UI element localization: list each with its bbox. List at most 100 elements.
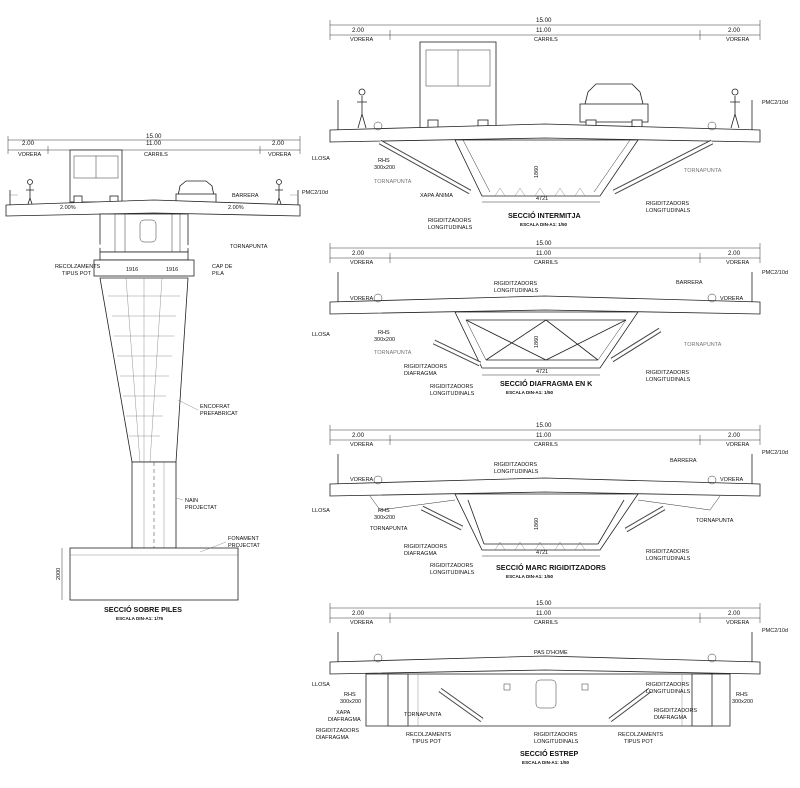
pier-foundation: [61, 547, 239, 601]
estrep-vorera-left: VORERA: [350, 620, 374, 626]
pier-roadway-label: CARRILS: [144, 152, 168, 158]
section-intermitja: 15.00 2.00 11.00 2.00 VORERA CARRILS VOR…: [312, 17, 788, 231]
pier-barrera-label: BARRERA: [232, 193, 259, 199]
pier-strut-right: [183, 216, 271, 250]
pier-dim-right-label: 1916: [166, 267, 178, 273]
estrep-rec-left-2: TIPUS POT: [412, 739, 442, 745]
pier-cap: [93, 251, 195, 277]
marc-box-girder: [369, 493, 721, 551]
pier-slope-right-label: 2.00%: [228, 205, 244, 211]
pier-roadway-dim: 11.00: [146, 140, 162, 147]
pier-dim-left-label: 1916: [126, 267, 138, 273]
section-diafragma-k: 15.00 2.00 11.00 2.00 VORERA CARRILS VOR…: [312, 240, 788, 397]
diafragma-rhs-label: RHS: [378, 330, 390, 336]
diafragma-llosa-label: LLOSA: [312, 332, 330, 338]
marc-strut-right: [624, 505, 666, 533]
diafragma-rig-bot-2: LONGITUDINALS: [430, 391, 475, 397]
marc-sidewalk-left-dim: 2.00: [352, 432, 365, 439]
pier-tornapunta-label: TORNAPUNTA: [230, 244, 268, 250]
pier-pila-label: PILA: [212, 271, 224, 277]
intermitja-tornapunta-left-label: TORNAPUNTA: [374, 179, 412, 185]
estrep-pas-label: PAS D'HOME: [534, 650, 568, 656]
intermitja-width-label: 4721: [536, 196, 548, 202]
estrep-dimension-lines: 15.00 2.00 11.00 2.00 VORERA CARRILS VOR…: [329, 600, 761, 626]
section-marc-rigiditzadors: 15.00 2.00 11.00 2.00 VORERA CARRILS VOR…: [312, 422, 788, 579]
pier-sidewalk-right-dim: 2.00: [272, 140, 285, 147]
estrep-strut-right: [608, 688, 652, 722]
marc-width-label: 4721: [536, 550, 548, 556]
marc-rig-bot-1: RIGIDITZADORS: [430, 563, 473, 569]
marc-deck-slab: [329, 454, 761, 497]
estrep-rig-mid-1: RIGIDITZADORS: [534, 732, 577, 738]
estrep-rhs-left-label: RHS: [344, 692, 356, 698]
car-icon: [579, 83, 649, 131]
pier-dimension-lines: 15.00 2.00 11.00 2.00 VORERA CARRILS VOR…: [7, 133, 301, 158]
marc-pmc-label: PMC2/10d: [762, 450, 788, 456]
estrep-scale: ESCALA DIN-A1: 1/50: [522, 760, 569, 765]
marc-title: SECCIÓ MARC RIGIDITZADORS: [496, 563, 606, 572]
marc-roadway-dim: 11.00: [536, 432, 552, 439]
intermitja-height-label: 1860: [534, 166, 540, 178]
estrep-tornapunta-label: TORNAPUNTA: [404, 712, 442, 718]
diafragma-rig-diaf-1: RIGIDITZADORS: [404, 364, 447, 370]
marc-total-dim: 15.00: [536, 422, 552, 429]
pier-pmc-label: PMC2/10d: [302, 190, 328, 196]
marc-vorera-left: VORERA: [350, 442, 374, 448]
intermitja-box-girder: [454, 139, 639, 197]
diafragma-sidewalk-right-dim: 2.00: [728, 250, 741, 257]
marc-rig-diaf-1: RIGIDITZADORS: [404, 544, 447, 550]
marc-dimension-lines: 15.00 2.00 11.00 2.00 VORERA CARRILS VOR…: [329, 422, 761, 448]
diafragma-vorera-left-label: VORERA: [350, 296, 374, 302]
intermitja-rig-left-2: LONGITUDINALS: [428, 225, 473, 231]
intermitja-rhs-label: RHS: [378, 158, 390, 164]
estrep-rig-top-2: LONGITUDINALS: [646, 689, 691, 695]
pier-strut-left: [37, 216, 105, 250]
estrep-sidewalk-right-dim: 2.00: [728, 610, 741, 617]
intermitja-tornapunta-right-label: TORNAPUNTA: [684, 168, 722, 174]
pier-section-scale: ESCALA DIN-A1: 1/75: [116, 616, 163, 621]
bus-icon: [419, 41, 497, 135]
marc-strut-left: [420, 505, 464, 531]
diafragma-carrils: CARRILS: [534, 260, 558, 266]
intermitja-rig-right-2: LONGITUDINALS: [646, 208, 691, 214]
estrep-abutment-wall: [365, 673, 731, 727]
pedestrian-left-icon: [26, 179, 34, 208]
estrep-rhs-left-size: 300x200: [340, 699, 361, 705]
marc-carrils: CARRILS: [534, 442, 558, 448]
pier-total-dim: 15.00: [146, 133, 162, 140]
marc-rig-right-1: RIGIDITZADORS: [646, 549, 689, 555]
estrep-roadway-dim: 11.00: [536, 610, 552, 617]
diafragma-rig-top-2: LONGITUDINALS: [494, 288, 539, 294]
section-estrep: 15.00 2.00 11.00 2.00 VORERA CARRILS VOR…: [312, 600, 788, 765]
intermitja-rig-left-1: RIGIDITZADORS: [428, 218, 471, 224]
pier-box-girder: [99, 213, 189, 253]
diafragma-rhs-size-label: 300x200: [374, 337, 395, 343]
marc-rig-diaf-2: DIAFRAGMA: [404, 551, 437, 557]
diafragma-sidewalk-left-dim: 2.00: [352, 250, 365, 257]
estrep-rig-top-1: RIGIDITZADORS: [646, 682, 689, 688]
marc-sidewalk-right-dim: 2.00: [728, 432, 741, 439]
estrep-rig-left-2: DIAFRAGMA: [316, 735, 349, 741]
diafragma-box-girder: [454, 311, 639, 369]
pier-shaft: [99, 277, 189, 549]
marc-tornapunta-left-label: TORNAPUNTA: [370, 526, 408, 532]
estrep-rec-right-1: RECOLZAMENTS: [618, 732, 664, 738]
intermitja-deck-slab: [329, 100, 761, 143]
marc-rig-top-2: LONGITUDINALS: [494, 469, 539, 475]
pier-projectat-label: PROJECTAT: [185, 505, 218, 511]
diafragma-width-label: 4721: [536, 369, 548, 375]
estrep-title: SECCIÓ ESTREP: [520, 749, 579, 758]
pier-sidewalk-right-label: VORERA: [268, 152, 292, 158]
diafragma-height-label: 1860: [534, 336, 540, 348]
intermitja-rhs-size-label: 300x200: [374, 165, 395, 171]
pier-section: 15.00 2.00 11.00 2.00 VORERA CARRILS VOR…: [5, 133, 328, 621]
diafragma-strut-left: [432, 339, 482, 367]
marc-height-label: 1860: [534, 518, 540, 530]
pier-recolzaments-label: RECOLZAMENTS: [55, 264, 101, 270]
bus-icon: [69, 149, 123, 207]
pier-sidewalk-left-dim: 2.00: [22, 140, 35, 147]
estrep-rig-left-1: RIGIDITZADORS: [316, 728, 359, 734]
pier-nain-label: NAIN: [185, 498, 198, 504]
diafragma-pmc-label: PMC2/10d: [762, 270, 788, 276]
